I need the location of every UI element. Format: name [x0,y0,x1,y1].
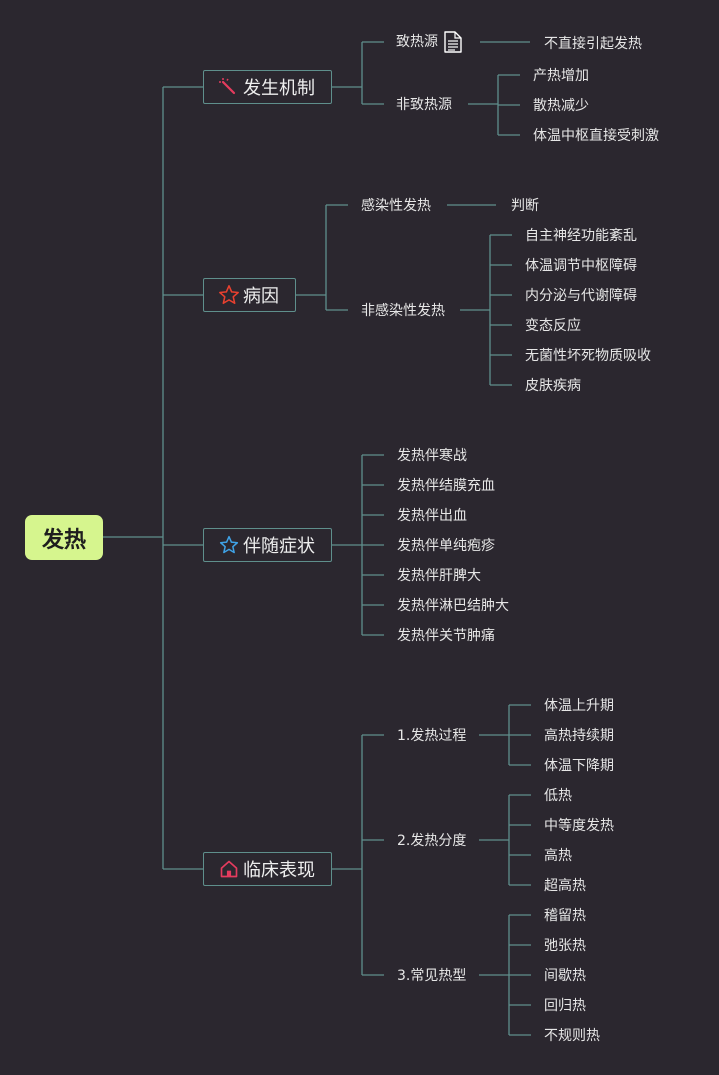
sub-node[interactable]: 发热伴关节肿痛 [397,628,495,644]
leaf-node[interactable]: 中等度发热 [544,818,614,834]
leaf-node[interactable]: 自主神经功能紊乱 [525,228,637,244]
leaf-node[interactable]: 判断 [511,198,539,214]
sub-node[interactable]: 非致热源 [396,97,452,113]
leaf-node[interactable]: 产热增加 [533,68,589,84]
magic-wand-icon [218,76,240,98]
leaf-node[interactable]: 高热 [544,848,572,864]
leaf-node[interactable]: 散热减少 [533,98,589,114]
star-outline-red-icon [218,284,240,306]
leaf-node[interactable]: 无菌性坏死物质吸收 [525,348,651,364]
root-node[interactable]: 发热 [25,515,103,560]
leaf-node[interactable]: 弛张热 [544,938,586,954]
branch-label: 病因 [243,286,279,307]
leaf-node[interactable]: 不直接引起发热 [544,36,642,52]
sub-node[interactable]: 发热伴肝脾大 [397,568,481,584]
star-outline-blue-icon [218,534,240,556]
sub-node[interactable]: 发热伴结膜充血 [397,478,495,494]
branch-symptoms[interactable]: 伴随症状 [203,528,332,562]
leaf-node[interactable]: 体温下降期 [544,758,614,774]
branch-cause[interactable]: 病因 [203,278,296,312]
home-icon [218,858,240,880]
branch-mechanism[interactable]: 发生机制 [203,70,332,104]
sub-node[interactable]: 1.发热过程 [397,728,467,744]
branch-label: 发生机制 [243,78,315,99]
leaf-node[interactable]: 变态反应 [525,318,581,334]
sub-node[interactable]: 发热伴寒战 [397,448,467,464]
sub-node[interactable]: 致热源 [396,34,438,50]
sub-node[interactable]: 3.常见热型 [397,968,467,984]
leaf-node[interactable]: 间歇热 [544,968,586,984]
leaf-node[interactable]: 体温中枢直接受刺激 [533,128,659,144]
leaf-node[interactable]: 不规则热 [544,1028,600,1044]
leaf-node[interactable]: 皮肤疾病 [525,378,581,394]
sub-node[interactable]: 发热伴淋巴结肿大 [397,598,509,614]
sub-node[interactable]: 发热伴单纯疱疹 [397,538,495,554]
leaf-node[interactable]: 回归热 [544,998,586,1014]
leaf-node[interactable]: 高热持续期 [544,728,614,744]
leaf-node[interactable]: 低热 [544,788,572,804]
leaf-node[interactable]: 体温上升期 [544,698,614,714]
leaf-node[interactable]: 稽留热 [544,908,586,924]
sub-node[interactable]: 发热伴出血 [397,508,467,524]
branch-label: 临床表现 [243,860,315,881]
leaf-node[interactable]: 内分泌与代谢障碍 [525,288,637,304]
document-icon [443,31,463,57]
leaf-node[interactable]: 体温调节中枢障碍 [525,258,637,274]
branch-clinical[interactable]: 临床表现 [203,852,332,886]
branch-label: 伴随症状 [243,536,315,557]
leaf-node[interactable]: 超高热 [544,878,586,894]
sub-node[interactable]: 感染性发热 [361,198,431,214]
sub-node[interactable]: 非感染性发热 [361,303,445,319]
sub-node[interactable]: 2.发热分度 [397,833,467,849]
